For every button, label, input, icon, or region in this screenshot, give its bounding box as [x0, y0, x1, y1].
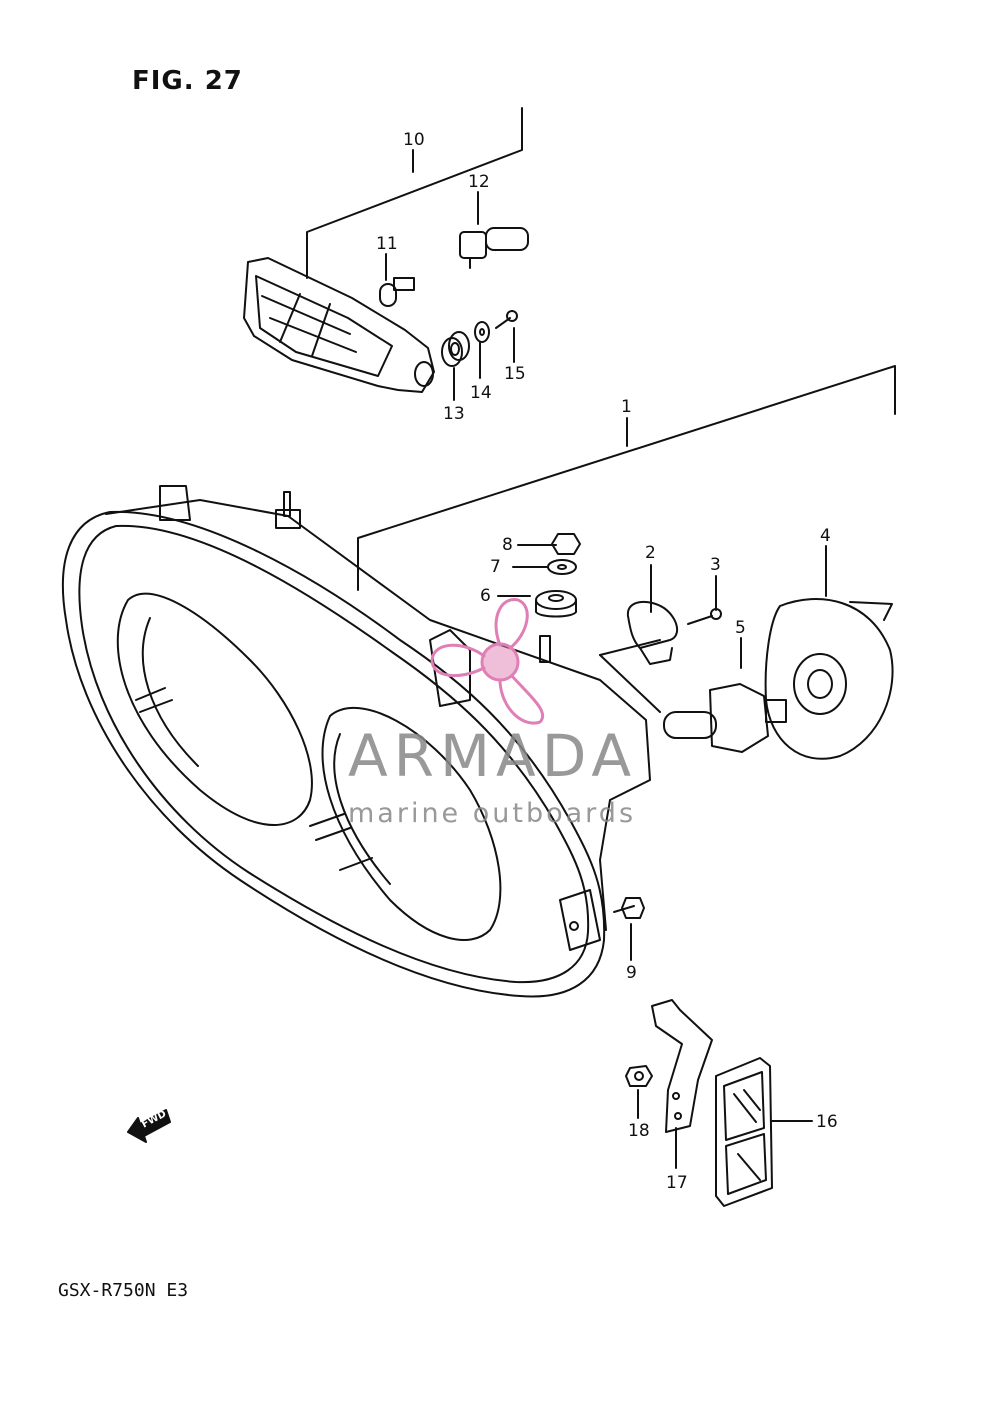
- bulb-holder-clamp: [626, 600, 679, 665]
- callout-5: 5: [735, 618, 746, 638]
- washer: [474, 321, 490, 343]
- screw: [495, 310, 518, 329]
- callout-3: 3: [710, 555, 721, 575]
- dust-cover-boot: [764, 598, 894, 760]
- callout-8: 8: [502, 535, 513, 555]
- signal-bulb: [379, 277, 415, 307]
- mounting-screw: [687, 608, 722, 625]
- callout-labels: 1 2 3 4 5 6 7 8 9 10 11 12 13 14 15 16 1…: [376, 130, 838, 1193]
- figure-title: FIG. 27: [132, 66, 243, 96]
- callout-4: 4: [820, 526, 831, 546]
- callout-11: 11: [376, 234, 398, 254]
- callout-15: 15: [504, 364, 526, 384]
- callout-16: 16: [816, 1112, 838, 1132]
- callout-1: 1: [621, 397, 632, 417]
- callout-7: 7: [490, 557, 501, 577]
- model-code: GSX-R750N E3: [58, 1280, 189, 1301]
- grommet: [441, 331, 470, 367]
- headlight-bulb: [663, 683, 787, 753]
- bracket-nut: [625, 1065, 653, 1087]
- callout-13: 13: [443, 404, 465, 424]
- callout-9: 9: [626, 963, 637, 983]
- leader-lines: [306, 107, 896, 1169]
- headlight-housing: [62, 485, 651, 998]
- callout-2: 2: [645, 543, 656, 563]
- forward-direction-arrow: [127, 1109, 171, 1143]
- headlight-bolt: [613, 897, 645, 919]
- watermark-brand: ARMADA: [348, 722, 638, 790]
- callout-10: 10: [403, 130, 425, 150]
- nut: [551, 533, 581, 555]
- propeller-logo-icon: [430, 598, 545, 725]
- side-reflector: [715, 1057, 773, 1207]
- callout-18: 18: [628, 1121, 650, 1141]
- headlight-bracket: [651, 999, 713, 1133]
- callout-17: 17: [666, 1173, 688, 1193]
- bulb-socket: [459, 227, 529, 269]
- callout-6: 6: [480, 586, 491, 606]
- spacer-washer: [547, 559, 577, 575]
- callout-14: 14: [470, 383, 492, 403]
- watermark-tagline: marine outboards: [348, 798, 637, 829]
- turn-signal-lens: [243, 257, 435, 393]
- rubber-cushion: [535, 590, 577, 618]
- callout-12: 12: [468, 172, 490, 192]
